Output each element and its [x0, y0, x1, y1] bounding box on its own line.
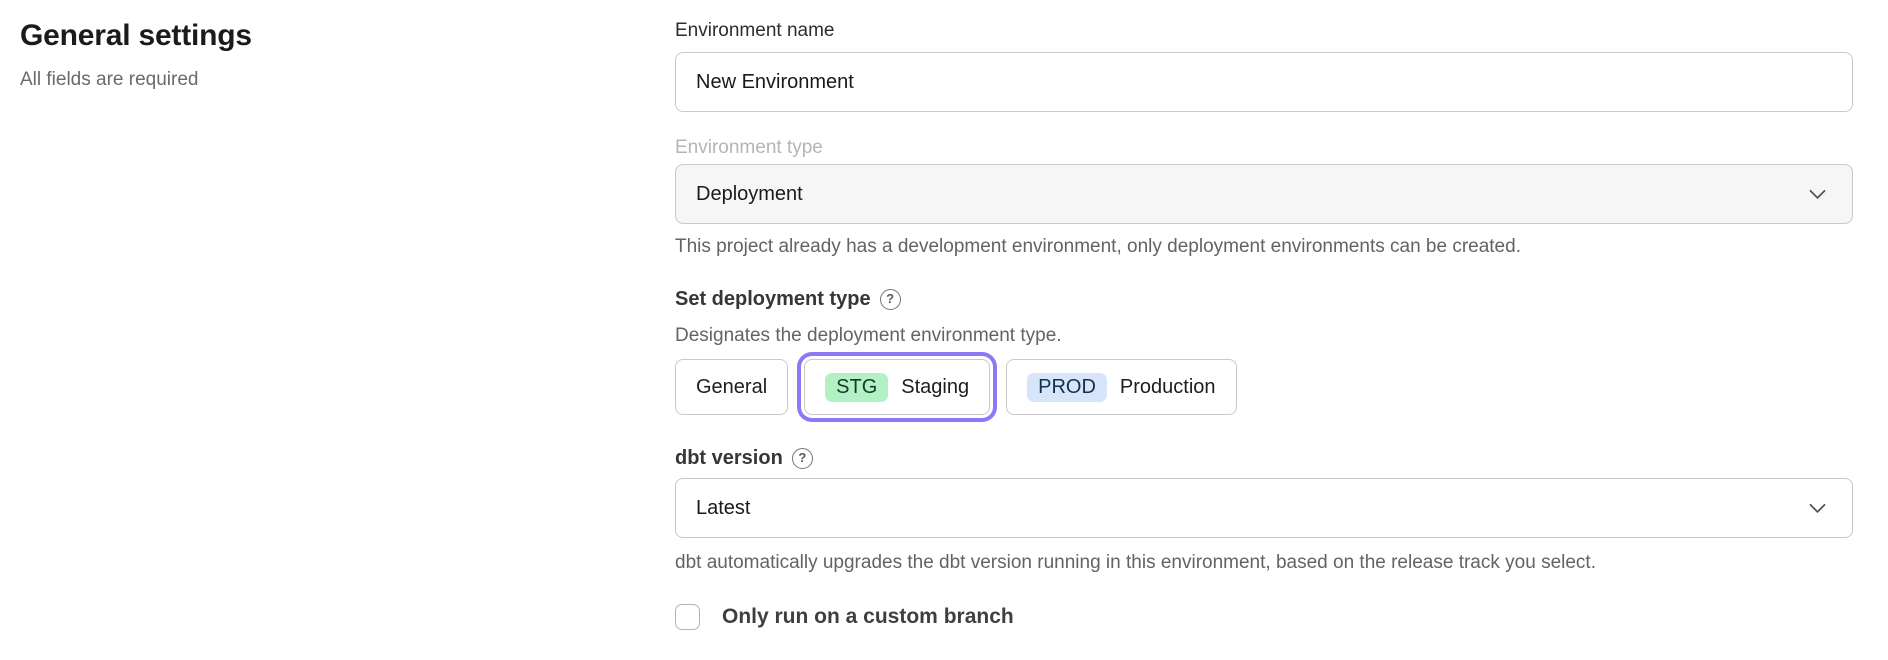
- dbt-version-select[interactable]: Latest: [675, 478, 1853, 538]
- deployment-type-option-staging[interactable]: STG Staging: [804, 359, 991, 415]
- production-badge: PROD: [1027, 372, 1107, 402]
- deployment-type-option-staging-label: Staging: [901, 375, 970, 398]
- deployment-type-option-production[interactable]: PROD Production: [1006, 359, 1237, 415]
- deployment-type-option-production-label: Production: [1119, 375, 1216, 398]
- page-title: General settings: [20, 19, 252, 52]
- dbt-version-label-text: dbt version: [675, 447, 783, 469]
- dbt-version-section-label: dbt version ?: [675, 445, 1853, 471]
- environment-type-helper: This project already has a development e…: [675, 236, 1521, 257]
- deployment-type-option-general-label: General: [696, 375, 768, 398]
- deployment-type-helper: Designates the deployment environment ty…: [675, 325, 1062, 346]
- help-icon[interactable]: ?: [791, 447, 813, 469]
- environment-name-input[interactable]: [675, 52, 1853, 112]
- deployment-type-option-general[interactable]: General: [675, 359, 789, 415]
- deployment-type-options: General STG Staging PROD Production: [675, 359, 1853, 415]
- deployment-type-section-label: Set deployment type ?: [675, 286, 1853, 312]
- environment-type-select[interactable]: Deployment: [675, 164, 1853, 224]
- chevron-down-icon: [1809, 503, 1826, 514]
- deployment-type-label-text: Set deployment type: [675, 288, 871, 310]
- custom-branch-checkbox[interactable]: [675, 604, 700, 630]
- page-subtitle: All fields are required: [20, 69, 199, 90]
- help-icon[interactable]: ?: [879, 288, 901, 310]
- environment-type-label: Environment type: [675, 137, 823, 158]
- chevron-down-icon: [1809, 189, 1826, 200]
- custom-branch-label: Only run on a custom branch: [722, 605, 1014, 628]
- general-settings-form: Environment name Environment type Deploy…: [675, 0, 1853, 630]
- dbt-version-value: Latest: [696, 496, 751, 519]
- staging-badge: STG: [825, 372, 889, 402]
- environment-type-value: Deployment: [696, 182, 803, 205]
- environment-name-label: Environment name: [675, 20, 835, 41]
- dbt-version-helper: dbt automatically upgrades the dbt versi…: [675, 552, 1596, 573]
- custom-branch-row: Only run on a custom branch: [675, 604, 1853, 630]
- section-intro: General settings All fields are required: [20, 17, 580, 92]
